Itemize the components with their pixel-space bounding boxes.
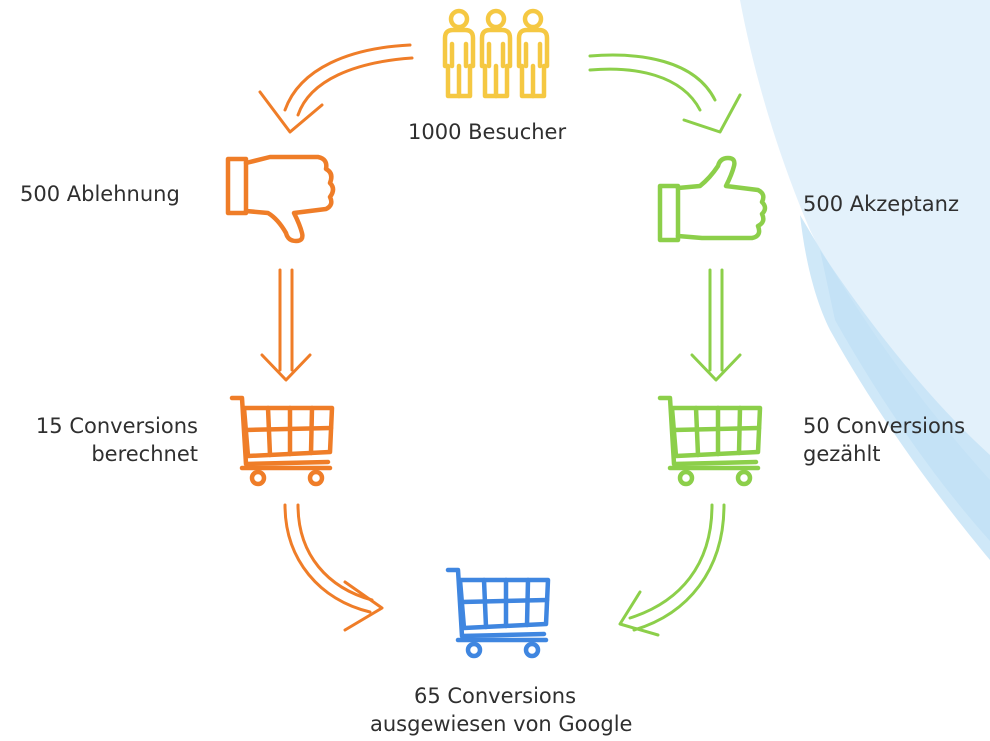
acceptance-conversions-label: 50 Conversions gezählt — [803, 412, 965, 468]
visitors-label-text: 1000 Besucher — [408, 120, 567, 144]
visitors-label: 1000 Besucher — [408, 118, 566, 146]
google-conversions-line-1: 65 Conversions — [413, 684, 577, 708]
background-swoosh-mid — [820, 250, 990, 541]
acceptance-label: 500 Akzeptanz — [803, 190, 959, 218]
arrow-acceptance-to-cart — [690, 268, 742, 382]
arrow-rejection-to-cart — [260, 268, 312, 382]
arrow-visitors-to-acceptance — [588, 53, 742, 134]
arrow-acceptance-cart-to-google — [618, 503, 726, 637]
thumbs-up-icon — [657, 155, 768, 243]
acceptance-label-text: 500 Akzeptanz — [803, 192, 959, 216]
arrow-rejection-cart-to-google — [283, 503, 384, 632]
acceptance-conversions-line-2: gezählt — [803, 442, 881, 466]
thumbs-down-icon — [225, 154, 336, 244]
three-people-icon — [442, 8, 550, 99]
arrow-visitors-to-rejection — [258, 43, 414, 134]
rejection-conversions-label: 15 Conversions berechnet — [14, 412, 198, 468]
rejection-shopping-cart-icon — [229, 395, 335, 487]
rejection-label: 500 Ablehnung — [20, 180, 180, 208]
rejection-conversions-line-1: 15 Conversions — [35, 414, 198, 438]
google-shopping-cart-icon — [445, 567, 551, 659]
acceptance-shopping-cart-icon — [657, 395, 763, 487]
google-conversions-line-2: ausgewiesen von Google — [370, 712, 633, 736]
rejection-label-text: 500 Ablehnung — [20, 182, 180, 206]
acceptance-conversions-line-1: 50 Conversions — [803, 414, 966, 438]
rejection-conversions-line-2: berechnet — [91, 442, 198, 466]
google-conversions-label: 65 Conversions ausgewiesen von Google — [370, 682, 633, 738]
